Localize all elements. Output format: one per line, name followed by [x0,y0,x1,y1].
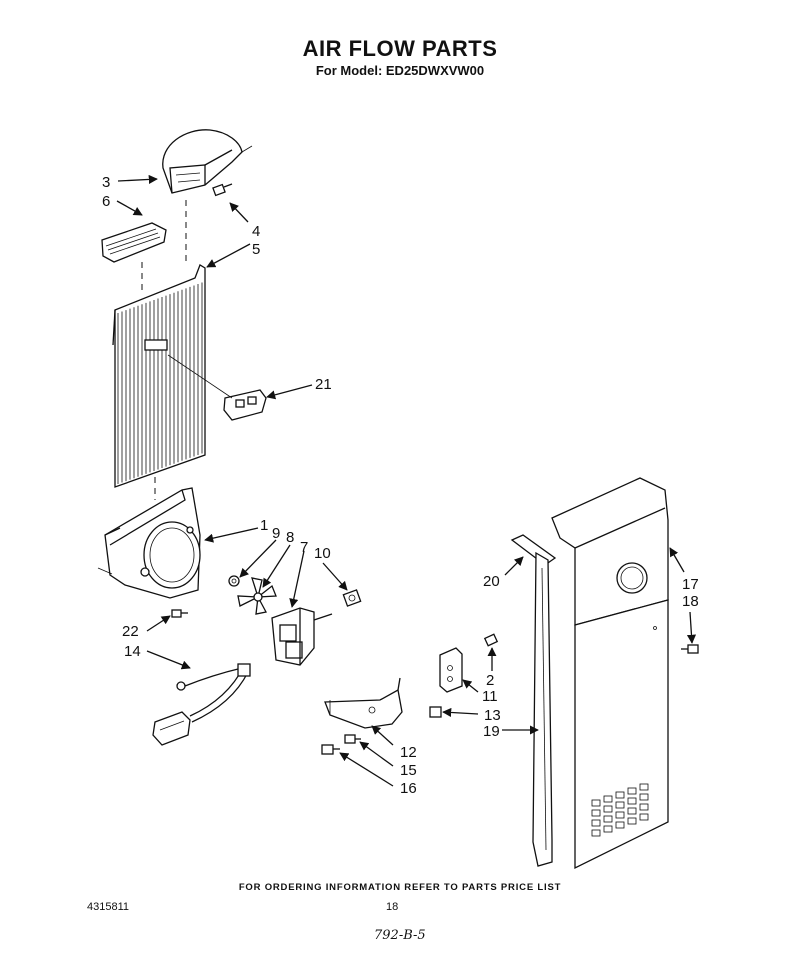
vent-slot [627,787,637,795]
part-screw-15 [344,734,361,744]
part-thermostat [167,354,267,421]
leader-lines [116,174,697,787]
part-rear-duct-panel [551,477,669,870]
vent-slot [615,791,625,799]
vent-slot [639,793,649,801]
part-screw-22 [171,609,188,618]
document-number: 4315811 [87,901,130,913]
callout-5: 5 [252,241,260,258]
callout-22: 22 [122,623,139,640]
vent-slot [603,815,613,823]
vent-slot [603,825,613,833]
callout-9: 9 [272,525,280,542]
vent-slot [591,809,601,817]
callout-10: 10 [314,545,331,562]
callout-13: 13 [484,707,501,724]
handwritten-code: 792-B-5 [374,928,426,943]
model-subtitle: For Model: ED25DWXVW00 [315,63,485,78]
callout-4: 4 [252,223,260,240]
part-fan-blade [237,577,277,615]
part-bracket-plate [439,647,463,693]
vent-slot [615,811,625,819]
part-screw-18 [681,644,699,654]
callout-21: 21 [315,376,332,393]
callout-2: 2 [486,672,494,689]
callout-19: 19 [483,723,500,740]
vent-slot [615,801,625,809]
page-number: 18 [386,901,399,913]
part-fan-motor [271,607,333,666]
callout-17: 17 [682,576,699,593]
callout-20: 20 [483,573,500,590]
part-fan-shroud [97,487,201,599]
vent-slot [615,821,625,829]
callout-15: 15 [400,762,417,779]
callout-11: 11 [482,688,498,705]
vent-slot [639,783,649,791]
vent-slot [603,795,613,803]
callout-18: 18 [682,593,699,610]
part-grille-bar [101,222,167,263]
callout-3: 3 [102,174,110,191]
callout-12: 12 [400,744,417,761]
part-nut [228,575,240,587]
vent-slot [627,797,637,805]
callout-14: 14 [124,643,141,660]
part-screw-16 [321,744,340,755]
part-motor-bracket [324,677,403,729]
vent-slot [591,829,601,837]
callout-labels: 3 6 4 5 21 1 9 8 7 10 22 14 2 11 13 12 1… [102,174,699,797]
part-screw-4 [212,183,233,197]
part-evaporator-cover [112,264,206,488]
callout-16: 16 [400,780,417,797]
vent-slot [627,817,637,825]
part-channel-strip [532,551,553,867]
part-duct-cover [162,129,253,194]
vent-slot [627,807,637,815]
page-title: AIR FLOW PARTS [302,36,498,61]
vent-slot [639,803,649,811]
part-screw-2 [483,633,499,647]
ordering-note: FOR ORDERING INFORMATION REFER TO PARTS … [238,882,562,893]
part-wire-harness [152,663,251,746]
callout-6: 6 [102,193,110,210]
callout-7: 7 [300,539,308,556]
vent-slot [603,805,613,813]
part-clip [429,706,442,718]
vent-slot [591,819,601,827]
vent-slot [591,799,601,807]
callout-1: 1 [260,517,268,534]
part-grommet [342,589,362,607]
vent-slot [639,813,649,821]
callout-8: 8 [286,529,294,546]
